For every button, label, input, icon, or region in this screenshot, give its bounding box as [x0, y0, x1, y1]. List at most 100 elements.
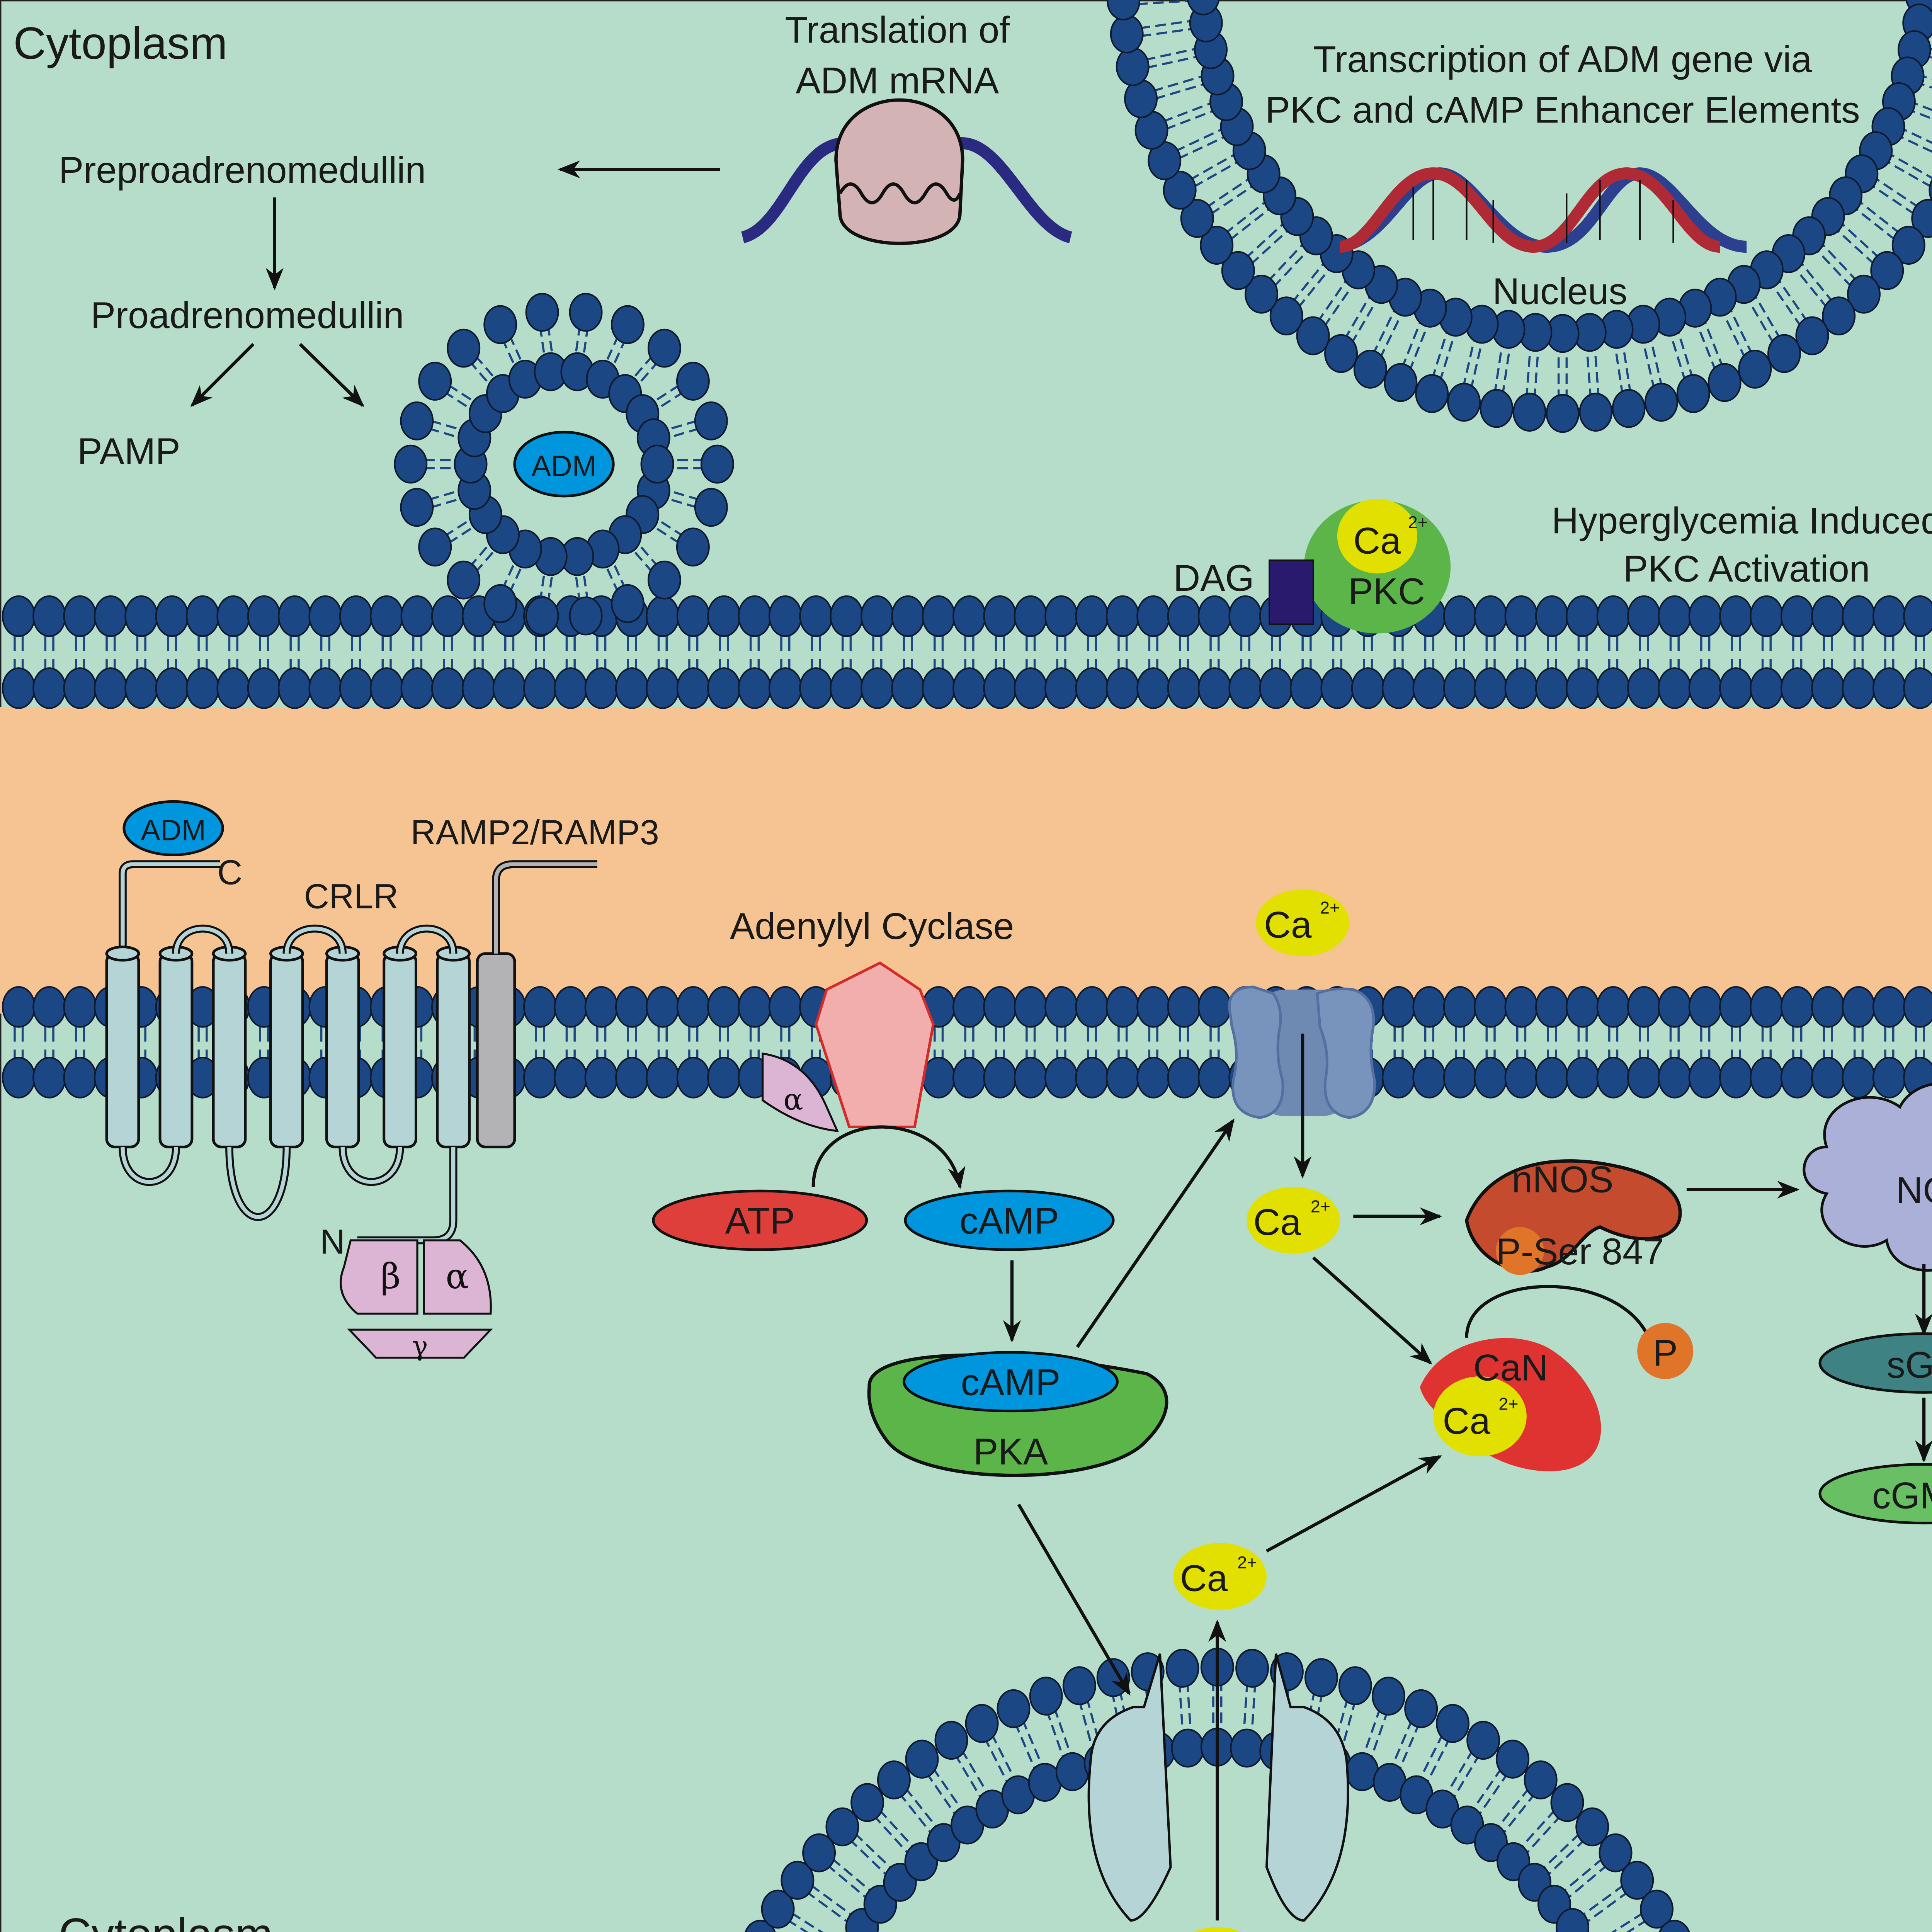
- lipid-head: [1075, 986, 1109, 1028]
- lipid-head: [830, 667, 864, 709]
- no-cloud: NO: [1803, 1083, 1932, 1272]
- vesicle-adm: [513, 430, 615, 498]
- lipid-head: [1163, 170, 1197, 210]
- nucleus-label: Nucleus: [1493, 271, 1628, 312]
- vesicle-adm-label: ADM: [531, 450, 597, 483]
- phosphate-node: [1637, 1323, 1694, 1379]
- lipid-head: [523, 667, 557, 709]
- translation-title-line1: Translation of: [785, 9, 1010, 51]
- lipid-tail: [1340, 1699, 1357, 1752]
- lipid-head: [462, 667, 496, 709]
- lipid-head: [1708, 363, 1742, 402]
- lipid-tail: [1770, 282, 1803, 328]
- lipid-tail: [1205, 177, 1251, 209]
- proadrenomedullin-label: Proadrenomedullin: [91, 295, 404, 336]
- lipid-tail: [1746, 297, 1775, 345]
- lipid-head: [523, 1056, 557, 1099]
- lipid-tail: [1814, 247, 1853, 288]
- lipid-tail: [574, 570, 581, 604]
- lipid-head: [1296, 316, 1330, 355]
- lipid-head: [63, 986, 97, 1028]
- lipid-head: [1688, 1056, 1722, 1099]
- lipid-tail: [508, 562, 524, 594]
- lipid-head: [952, 986, 986, 1028]
- lipid-tail: [1398, 1722, 1421, 1772]
- lipid-head: [1384, 363, 1418, 402]
- lipid-head: [983, 1056, 1017, 1099]
- lipid-tail: [1626, 1918, 1648, 1932]
- lipid-tail: [1371, 307, 1397, 356]
- lipid-head: [1075, 1056, 1109, 1099]
- lipid-head: [94, 667, 128, 709]
- ca-ion-er-lumen: Ca 2+: [1193, 1927, 1242, 1932]
- lipid-head: [1579, 393, 1613, 432]
- lipid-tail: [1021, 1719, 1044, 1769]
- ramp-helix: [476, 952, 516, 1148]
- lipid-head: [1627, 667, 1661, 709]
- lipid-head: [694, 401, 728, 440]
- lipid-tail: [547, 325, 554, 358]
- lipid-head: [1750, 986, 1784, 1028]
- lipid-head: [707, 1056, 741, 1099]
- lipid-head: [850, 1783, 884, 1822]
- lipid-tail: [474, 355, 498, 382]
- lipid-head: [1110, 14, 1144, 54]
- lipid-head: [1450, 1805, 1484, 1845]
- lipid-head: [738, 667, 772, 709]
- lipid-tail: [1840, 221, 1881, 260]
- pkc-label: PKC: [1348, 571, 1425, 612]
- ca-ion-charge: 2+: [1320, 898, 1340, 917]
- crlr-loop: [340, 1147, 402, 1184]
- lipid-head: [1136, 667, 1170, 709]
- lipid-head: [1822, 296, 1856, 336]
- lipid-head: [525, 293, 559, 332]
- lipid-head: [768, 595, 802, 637]
- lipid-tail: [1533, 346, 1540, 400]
- lipid-tail: [1343, 293, 1372, 341]
- lipid-head: [1197, 1056, 1231, 1099]
- lipid-tail: [1477, 1772, 1509, 1817]
- lipid-head: [523, 986, 557, 1028]
- lipid-head: [1338, 1666, 1372, 1706]
- lipid-head: [1382, 1056, 1416, 1099]
- ca-ion-charge: 2+: [1237, 1553, 1257, 1572]
- phosphate-label: P: [1653, 1332, 1677, 1374]
- lipid-head: [1062, 1666, 1096, 1706]
- lipid-head: [186, 667, 219, 709]
- crlr-helix-top: [105, 946, 140, 962]
- lipid-head: [676, 527, 710, 567]
- lipid-tail: [1668, 331, 1687, 383]
- lipid-tail: [1777, 278, 1809, 323]
- lipid-tail: [1085, 1697, 1102, 1750]
- ca-ion-charge: 2+: [1311, 1196, 1330, 1216]
- lipid-head: [1075, 595, 1109, 637]
- lipid-head: [155, 595, 189, 637]
- lipid-head: [1795, 316, 1829, 355]
- lipid-head: [1612, 389, 1646, 428]
- lipid-tail: [1165, 109, 1216, 130]
- crlr-helix: [158, 952, 194, 1148]
- lipid-head: [1415, 374, 1449, 413]
- lipid-tail: [1192, 160, 1240, 188]
- lipid-head: [891, 595, 925, 637]
- pamp-label: PAMP: [77, 431, 180, 472]
- lipid-tail: [604, 562, 620, 594]
- lipid-tail: [508, 335, 524, 366]
- lipid-head: [63, 1056, 97, 1099]
- lipid-head: [952, 595, 986, 637]
- lipid-head: [554, 667, 588, 709]
- lipid-head: [1546, 394, 1580, 433]
- lipid-head: [676, 595, 710, 637]
- lipid-tail: [1174, 128, 1224, 153]
- arrow-dephosphorylation: [1465, 1285, 1659, 1356]
- lipid-tail: [1316, 278, 1349, 323]
- lipid-head: [1658, 595, 1692, 637]
- lipid-head: [611, 584, 645, 623]
- lipid-tail: [1874, 177, 1920, 209]
- lipid-head: [1105, 986, 1139, 1028]
- lipid-head: [1504, 986, 1538, 1028]
- lipid-tail: [1462, 336, 1476, 389]
- lipid-head: [1811, 667, 1845, 709]
- lipid-head: [1372, 1677, 1405, 1716]
- crlr-helix: [383, 952, 418, 1148]
